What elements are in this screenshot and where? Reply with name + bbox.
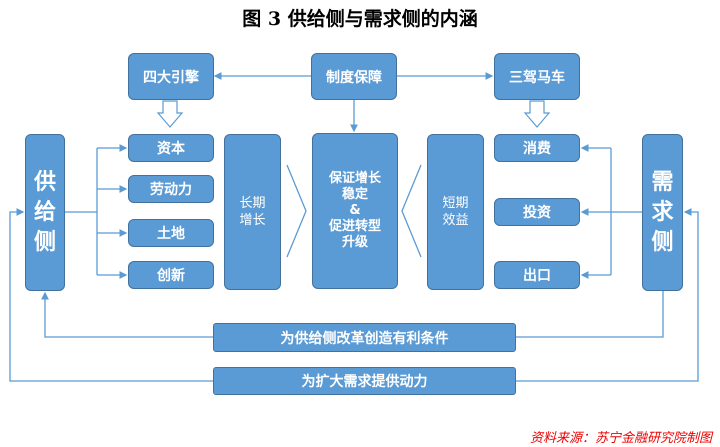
innovation-box: 创新: [128, 261, 214, 289]
consumption-box: 消费: [494, 134, 580, 162]
short-term-benefit-box: 短期效益: [427, 134, 484, 290]
land-box: 土地: [128, 219, 214, 247]
institution-box: 制度保障: [311, 53, 397, 100]
long-term-growth-box: 长期增长: [224, 134, 281, 290]
chevrons: [286, 164, 422, 258]
demand-side-box: 需求侧: [642, 134, 683, 291]
hollow-arrows: [156, 100, 551, 128]
labor-box: 劳动力: [128, 175, 214, 203]
capital-box: 资本: [128, 134, 214, 162]
center-line: &: [349, 203, 361, 218]
engines-box: 四大引擎: [128, 53, 214, 100]
center-line: 稳定: [341, 187, 368, 202]
center-goal-box: 保证增长 稳定 & 促进转型 升级: [312, 133, 398, 289]
supply-reform-bar: 为供给侧改革创造有利条件: [213, 323, 516, 352]
center-line: 促进转型: [328, 219, 381, 234]
center-line: 升级: [341, 235, 368, 250]
source-note: 资料来源：苏宁金融研究院制图: [529, 431, 712, 446]
supply-side-box: 供给侧: [25, 134, 65, 291]
troika-box: 三驾马车: [494, 53, 580, 100]
demand-boost-bar: 为扩大需求提供动力: [213, 367, 516, 395]
export-box: 出口: [494, 261, 580, 289]
investment-box: 投资: [494, 198, 580, 226]
center-line: 保证增长: [328, 171, 381, 186]
diagram-title: 图 3 供给侧与需求侧的内涵: [242, 8, 478, 30]
